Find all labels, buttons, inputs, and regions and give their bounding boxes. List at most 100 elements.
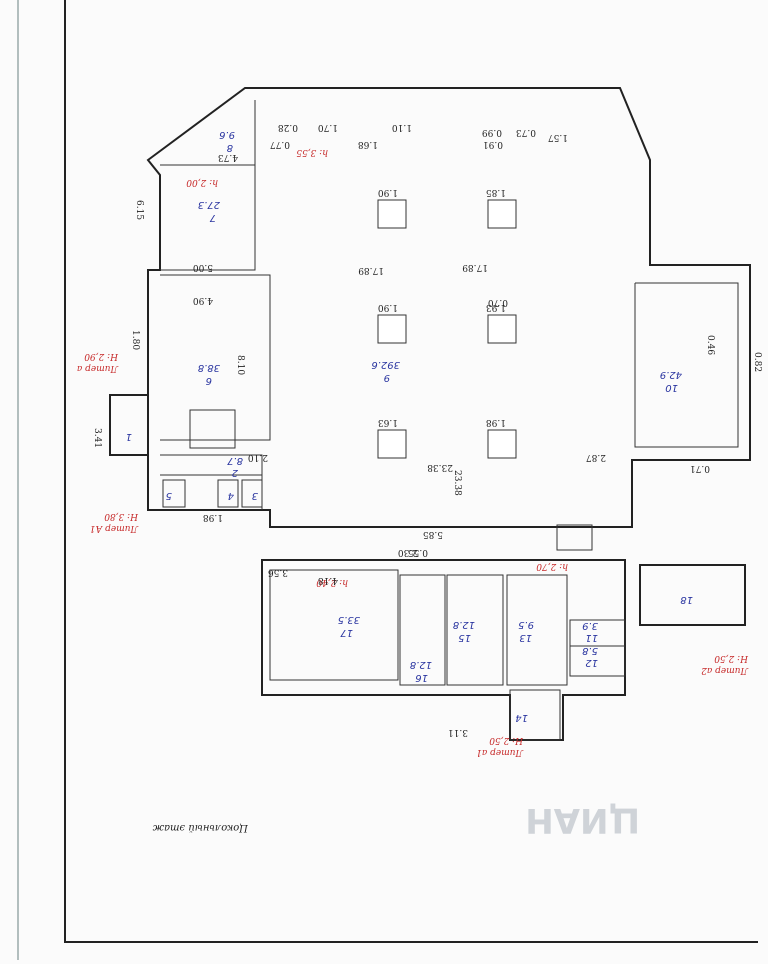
room2-number: 2 [232, 467, 238, 478]
dim-label: 17.89 [358, 265, 384, 275]
dim-label: 2.30 [398, 547, 418, 557]
dim-label: 0.28 [278, 122, 298, 132]
room11-number: 11 [585, 632, 598, 643]
litera-a-name: Литер а [77, 363, 119, 373]
room15-number: 15 [458, 632, 471, 643]
room12-area: 5.8 [582, 645, 598, 656]
dim-label: 1.63 [378, 417, 398, 427]
room5-number: 5 [166, 490, 172, 501]
dim-label: 0.55 [408, 547, 428, 557]
dim-label: 0.70 [488, 297, 508, 307]
outer-wall [109, 87, 751, 528]
dim-label: 1.85 [486, 187, 506, 197]
dim-label: 2.10 [248, 452, 268, 462]
room17-area: 33.5 [338, 614, 360, 625]
room16-area: 12.8 [410, 659, 432, 670]
dim-label: 4.73 [218, 152, 238, 162]
column [487, 429, 517, 459]
dim-label: 0.71 [690, 463, 710, 473]
wall-room10 [634, 282, 739, 448]
room7-number: 7 [209, 212, 216, 223]
dim-label: 23.38 [452, 470, 462, 496]
dim-label: 4.90 [193, 295, 213, 305]
room3-number: 3 [252, 490, 258, 501]
wall-room7 [160, 164, 256, 271]
dim-label: 1.70 [318, 122, 338, 132]
dim-label: 1.68 [358, 139, 378, 149]
room7-area: 27.3 [198, 199, 220, 210]
dim-label: 1.10 [392, 122, 412, 132]
dim-label: 0.73 [516, 127, 536, 137]
height-main: h: 3,55 [296, 147, 328, 157]
dim-label: 0.91 [483, 139, 503, 149]
height-stair13: h: 2,70 [536, 561, 568, 571]
room18-number: 18 [680, 594, 693, 605]
room11-area: 3.9 [582, 620, 598, 631]
height-room7: h: 2,00 [186, 177, 218, 187]
dim-label: 1.90 [378, 302, 398, 312]
room8-number: 8 [227, 142, 233, 153]
sheet-border [64, 0, 758, 943]
dim-label: 1.90 [378, 187, 398, 197]
litera-a2-height: H: 2,50 [714, 653, 749, 663]
floor-caption: Цокольный этаж [152, 822, 248, 833]
dim-label: 3.11 [448, 727, 468, 737]
litera-a1-name: Литер А1 [90, 523, 139, 533]
dim-label: 1.98 [486, 417, 506, 427]
room12-number: 12 [585, 657, 598, 668]
dim-label: 0.99 [482, 127, 502, 137]
dim-label: 3.41 [92, 428, 102, 448]
litera-a1-lower-height: H: 2,50 [489, 735, 524, 745]
dim-label: 5.00 [193, 262, 213, 272]
room2-area: 8.7 [226, 455, 243, 466]
wall-room15 [446, 574, 504, 686]
dim-label: 5.85 [423, 529, 443, 539]
column [377, 429, 407, 459]
litera-a2-name: Литер а2 [701, 665, 749, 675]
room1-number: 1 [126, 431, 132, 442]
room9-area: 392.6 [371, 359, 400, 370]
wall-room17 [269, 569, 399, 681]
room16-number: 16 [415, 672, 428, 683]
height-room17: h: 2,40 [316, 577, 348, 587]
room4-number: 4 [228, 490, 234, 501]
watermark: ЦИАН [525, 800, 640, 840]
room13-number: 13 [519, 632, 532, 643]
stair-room6 [189, 409, 236, 449]
room10-area: 42.9 [660, 369, 682, 380]
dim-label: 1.98 [203, 512, 223, 522]
column [377, 314, 407, 344]
wall-room6 [160, 274, 271, 441]
dim-label: 0.46 [705, 335, 715, 355]
dim-label: 6.15 [134, 200, 144, 220]
dim-label: 0.82 [752, 352, 762, 372]
dim-label: 2.87 [586, 452, 606, 462]
dim-label: 1.57 [548, 132, 568, 142]
column [487, 199, 517, 229]
litera-a1-height: H: 3,80 [104, 511, 139, 521]
dim-label: 3.56 [268, 567, 288, 577]
dim-label: 1.80 [130, 330, 140, 350]
wall-room14 [509, 689, 561, 741]
room6-number: 6 [206, 375, 212, 386]
dim-label: 17.89 [462, 262, 488, 272]
dim-label: 23.38 [427, 462, 453, 472]
stair-entry [556, 524, 593, 551]
litera-a-height: H: 2,90 [84, 351, 119, 361]
wall-room12 [569, 645, 626, 677]
column [487, 314, 517, 344]
wall-room16 [399, 574, 446, 686]
outer-wall-lower [261, 559, 626, 741]
dim-label: 0.77 [270, 139, 290, 149]
dim-label: 4.18 [318, 575, 338, 585]
room15-area: 12.8 [453, 619, 475, 630]
wall-room1 [109, 394, 149, 456]
room13-area: 9.5 [518, 619, 534, 630]
column [377, 199, 407, 229]
wall-room13 [506, 574, 568, 686]
room10-number: 10 [665, 382, 678, 393]
room14-number: 14 [515, 712, 528, 723]
room17-number: 17 [340, 627, 353, 638]
